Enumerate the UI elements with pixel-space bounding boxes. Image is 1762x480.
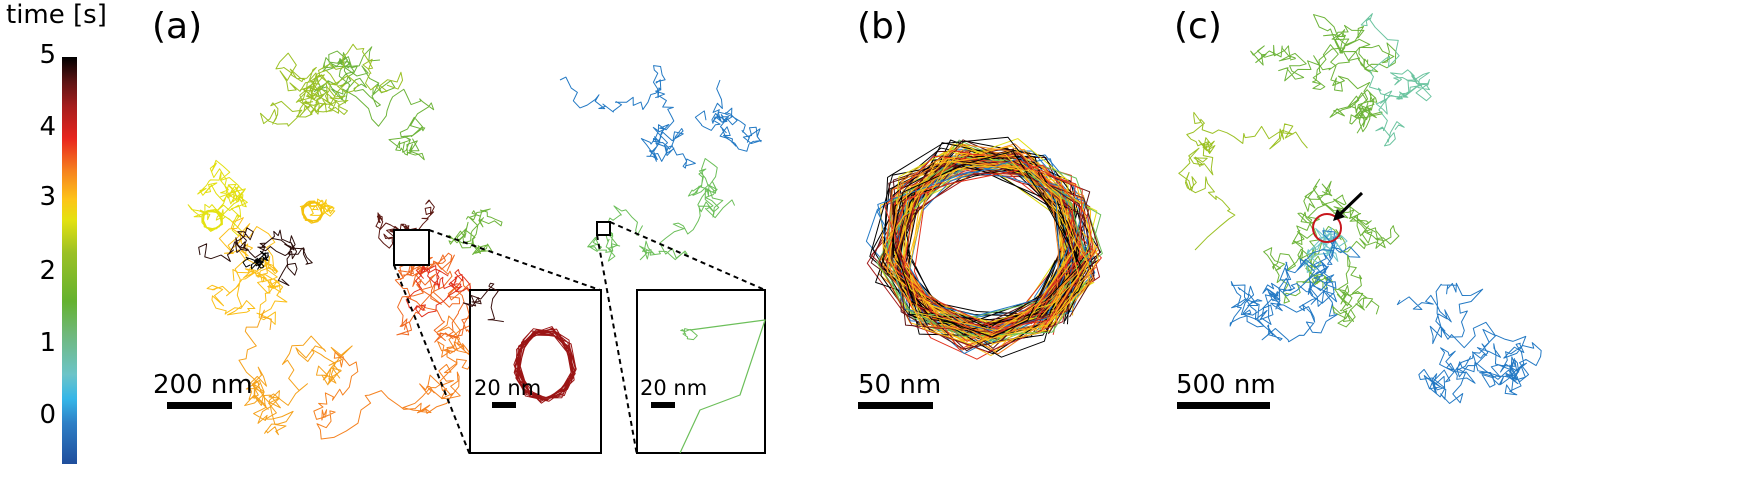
- colorbar-tick-1: 1: [39, 328, 56, 358]
- inset-2-scale-label: 20 nm: [640, 376, 708, 400]
- colorbar-tick-0: 0: [39, 400, 56, 430]
- colorbar-title: time [s]: [6, 0, 107, 30]
- panel-a-scale-label: 200 nm: [153, 370, 253, 400]
- panel-a-scale-bar: [167, 402, 232, 409]
- colorbar: [62, 57, 77, 464]
- colorbar-tick-5: 5: [39, 40, 56, 70]
- panel-c-label: (c): [1174, 6, 1222, 47]
- panel-b-scale-label: 50 nm: [858, 370, 942, 400]
- panel-b-label: (b): [857, 6, 908, 47]
- inset-2-scale-bar: [651, 402, 675, 408]
- inset-1-scale-bar: [492, 402, 516, 408]
- panel-b-scale-bar: [858, 402, 933, 409]
- inset-1-scale-label: 20 nm: [474, 376, 542, 400]
- colorbar-tick-2: 2: [39, 256, 56, 286]
- panel-a-label: (a): [152, 6, 203, 47]
- panel-c-scale-bar: [1177, 402, 1270, 409]
- colorbar-tick-3: 3: [39, 182, 56, 212]
- panel-c-scale-label: 500 nm: [1176, 370, 1276, 400]
- colorbar-tick-4: 4: [39, 112, 56, 142]
